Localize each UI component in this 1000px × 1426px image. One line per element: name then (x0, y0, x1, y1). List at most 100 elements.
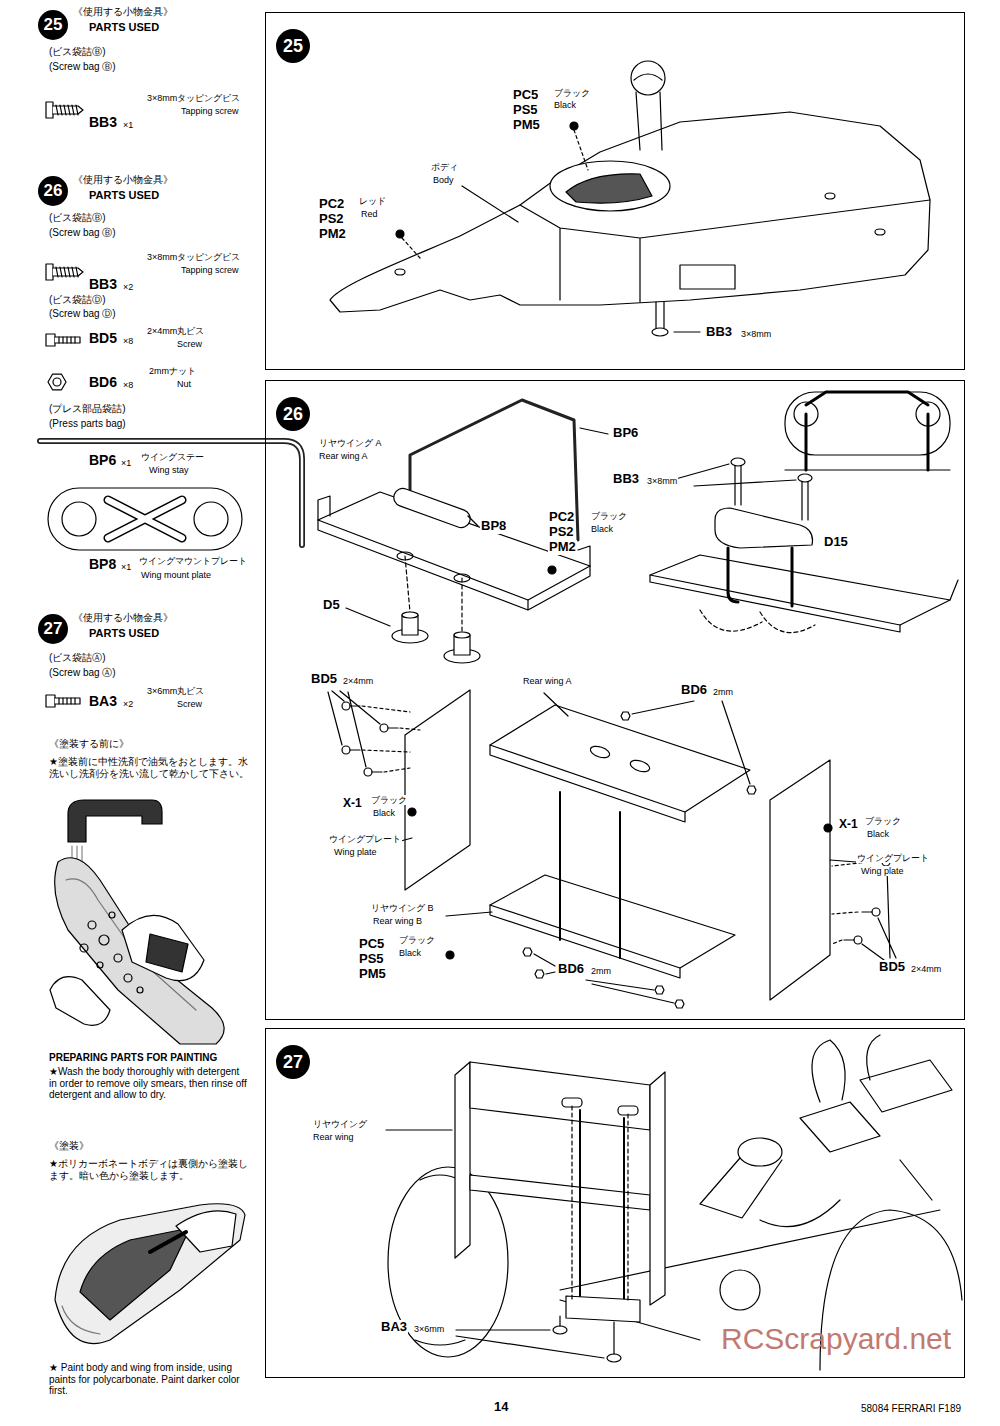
text-label: Black (590, 524, 614, 534)
text-label: ×2 (122, 699, 134, 709)
text-label: (ビス袋詰Ⓐ) (48, 652, 107, 664)
part-code: BP8 (88, 556, 117, 572)
part-code: X-1 (342, 797, 363, 811)
part-code: PC5 (358, 937, 385, 952)
step-number: 25 (38, 10, 68, 40)
part-code: BD5 (88, 330, 118, 346)
text-label: ウイングプレート (856, 853, 930, 863)
tapping-screw-icon (46, 102, 83, 118)
part-code: BD6 (88, 374, 118, 390)
part-code: BP6 (612, 426, 639, 441)
text-label: 3×8mm (646, 476, 678, 486)
text-label: ×8 (122, 380, 134, 390)
text-label: ウイングステー (140, 452, 205, 462)
text-label: レッド (358, 196, 387, 206)
part-code: BA3 (380, 1320, 408, 1335)
text-label: Wing stay (148, 465, 190, 475)
text-label: Rear wing (312, 1132, 355, 1142)
text-label: Tapping screw (180, 265, 240, 275)
text-label: ブラック (553, 88, 591, 98)
text-label: Screw (176, 339, 203, 349)
text-label: Wing plate (333, 847, 378, 857)
text-label: 3×6mm (413, 1324, 445, 1334)
machine-screw-icon (46, 695, 80, 707)
text-label: 《使用する小物金具》 (72, 174, 174, 186)
text-label: (ビス袋詰Ⓓ) (48, 294, 107, 306)
text-label: 《使用する小物金具》 (72, 6, 174, 18)
step-number: 27 (276, 1045, 310, 1079)
text-label: ★ポリカーボネートボディは裏側から塗装します。暗い色から塗装します。 (48, 1158, 255, 1181)
part-code: BD6 (557, 962, 585, 977)
text-label: 2×4mm (342, 676, 374, 686)
part-code: BA3 (88, 693, 118, 709)
part-code: PM5 (358, 967, 387, 982)
text-label: 2×4mm (910, 964, 942, 974)
text-label: 2mm (712, 687, 734, 697)
text-label: ★塗装前に中性洗剤で油気をおとします。水洗いし洗剤分を洗い流して乾かして下さい。 (48, 756, 255, 779)
part-code: D15 (823, 535, 849, 550)
text-label: 3×8mmタッピングビス (146, 93, 241, 103)
text-label: 《塗装する前に》 (48, 738, 130, 750)
text-label: Wing mount plate (140, 570, 212, 580)
part-code: BD5 (310, 672, 338, 687)
rear-wing-drawing (318, 392, 958, 1008)
text-label: Red (360, 209, 379, 219)
part-code: BD6 (680, 683, 708, 698)
text-label: 2mmナット (148, 366, 197, 376)
heading-text: PREPARING PARTS FOR PAINTING (48, 1052, 218, 1064)
text-label: (プレス部品袋詰) (48, 403, 127, 415)
text-label: Rear wing B (372, 916, 423, 926)
part-code: BB3 (705, 325, 733, 340)
text-label: 3×8mmタッピングビス (146, 252, 241, 262)
text-label: (Press parts bag) (48, 418, 127, 430)
text-label: ×8 (122, 336, 134, 346)
text-label: Black (398, 948, 422, 958)
text-label: Black (553, 100, 577, 110)
part-code: PC2 (318, 197, 345, 212)
text-label: Black (866, 829, 890, 839)
step-number: 25 (276, 29, 310, 63)
body-drawing (330, 61, 930, 336)
part-code: PM5 (512, 118, 541, 133)
part-code: X-1 (838, 818, 859, 832)
part-code: BB3 (88, 114, 118, 130)
text-label: ブラック (864, 816, 902, 826)
step-number: 26 (38, 176, 68, 206)
text-label: リヤウイング A (318, 438, 383, 448)
text-label: Rear wing A (522, 676, 573, 686)
part-code: PS2 (548, 525, 575, 540)
text-label: 3×6mm丸ビス (146, 686, 205, 696)
part-code: PS5 (512, 103, 539, 118)
part-code: PM2 (548, 540, 577, 555)
step-panel: 25 (265, 12, 965, 370)
text-label: ★Wash the body thoroughly with detergent… (48, 1066, 250, 1101)
part-code: BP6 (88, 452, 117, 468)
text-label: ×1 (122, 120, 134, 130)
part-code: PC5 (512, 88, 539, 103)
text-label: (Screw bag Ⓑ) (48, 227, 117, 239)
part-code: BB3 (612, 472, 640, 487)
wing-mount-plate-part (48, 488, 242, 550)
text-label: Body (432, 175, 455, 185)
part-code: BD5 (878, 960, 906, 975)
chassis-drawing (386, 1035, 962, 1370)
text-label: ブラック (398, 935, 436, 945)
text-label: Tapping screw (180, 106, 240, 116)
text-label: (Screw bag Ⓐ) (48, 667, 117, 679)
part-code: D5 (322, 598, 341, 613)
text-label: Rear wing A (318, 451, 369, 461)
heading-text: PARTS USED (88, 627, 160, 640)
part-code: PM2 (318, 227, 347, 242)
text-label: Screw (176, 699, 203, 709)
text-label: 《塗装》 (48, 1140, 90, 1152)
part-code: PC2 (548, 510, 575, 525)
text-label: リヤウイング B (370, 903, 435, 913)
heading-text: PARTS USED (88, 21, 160, 34)
text-label: ★ Paint body and wing from inside, using… (48, 1362, 260, 1397)
text-label: 2×4mm丸ビス (146, 326, 205, 336)
part-code: PS2 (318, 212, 345, 227)
text-label: ボディ (430, 162, 459, 172)
text-label: Wing plate (860, 866, 905, 876)
